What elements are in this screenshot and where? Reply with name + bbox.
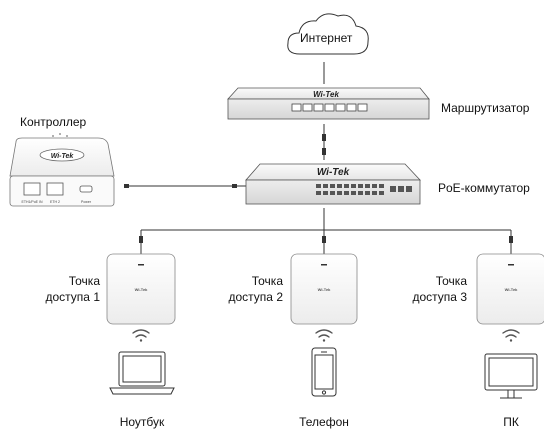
controller-label: Контроллер — [20, 115, 87, 129]
phone-label: Телефон — [299, 415, 349, 429]
laptop-icon — [109, 351, 175, 395]
ap3-label: Точка доступа 3 — [413, 273, 468, 305]
internet-cloud — [287, 13, 369, 55]
access-point-2: Wi-Tek — [290, 253, 358, 325]
switch-brand-logo: Wi-Tek — [317, 167, 350, 178]
router-brand-logo: Wi-Tek — [313, 90, 339, 99]
ap2-label-line2: доступа 2 — [228, 290, 284, 304]
wifi-icon — [132, 329, 150, 342]
ap1-label-line2: доступа 1 — [45, 290, 101, 304]
ap1-label: Точка доступа 1 — [46, 273, 101, 305]
cloud-label: Интернет — [300, 31, 353, 45]
ap2-label: Точка доступа 2 — [229, 273, 284, 305]
controller-device: Wi-Tek ETH1/PoE IN ETH 2 Power — [9, 133, 115, 207]
controller-port-label-power: Power — [81, 200, 92, 204]
router-label: Маршрутизатор — [441, 101, 530, 115]
ap3-brand-logo: Wi-Tek — [505, 287, 519, 292]
controller-ports — [23, 182, 93, 196]
router-ports — [291, 103, 368, 112]
wifi-icon — [502, 329, 520, 342]
connector-plugs — [124, 134, 513, 243]
controller-port-label-eth1: ETH1/PoE IN — [21, 200, 42, 204]
phone-icon — [311, 347, 337, 397]
ap1-brand-logo: Wi-Tek — [135, 287, 149, 292]
ap3-label-line1: Точка — [435, 274, 467, 288]
ap3-label-line2: доступа 3 — [412, 290, 468, 304]
switch-label: PoE-коммутатор — [438, 181, 530, 195]
ap1-label-line1: Точка — [68, 274, 100, 288]
access-point-1: Wi-Tek — [106, 253, 176, 325]
wifi-icon — [315, 329, 333, 342]
controller-port-label-eth2: ETH 2 — [50, 200, 60, 204]
laptop-label: Ноутбук — [119, 415, 165, 429]
ap2-brand-logo: Wi-Tek — [318, 287, 332, 292]
poe-switch-device: Wi-Tek — [245, 163, 421, 205]
access-point-3: Wi-Tek — [476, 253, 544, 325]
monitor-icon — [484, 353, 538, 399]
router-device: Wi-Tek — [227, 87, 430, 120]
controller-logo-badge — [39, 148, 85, 162]
ap2-label-line1: Точка — [251, 274, 283, 288]
pc-label: ПК — [503, 415, 519, 429]
controller-brand-logo: Wi-Tek — [51, 153, 75, 160]
switch-ports — [316, 184, 412, 195]
